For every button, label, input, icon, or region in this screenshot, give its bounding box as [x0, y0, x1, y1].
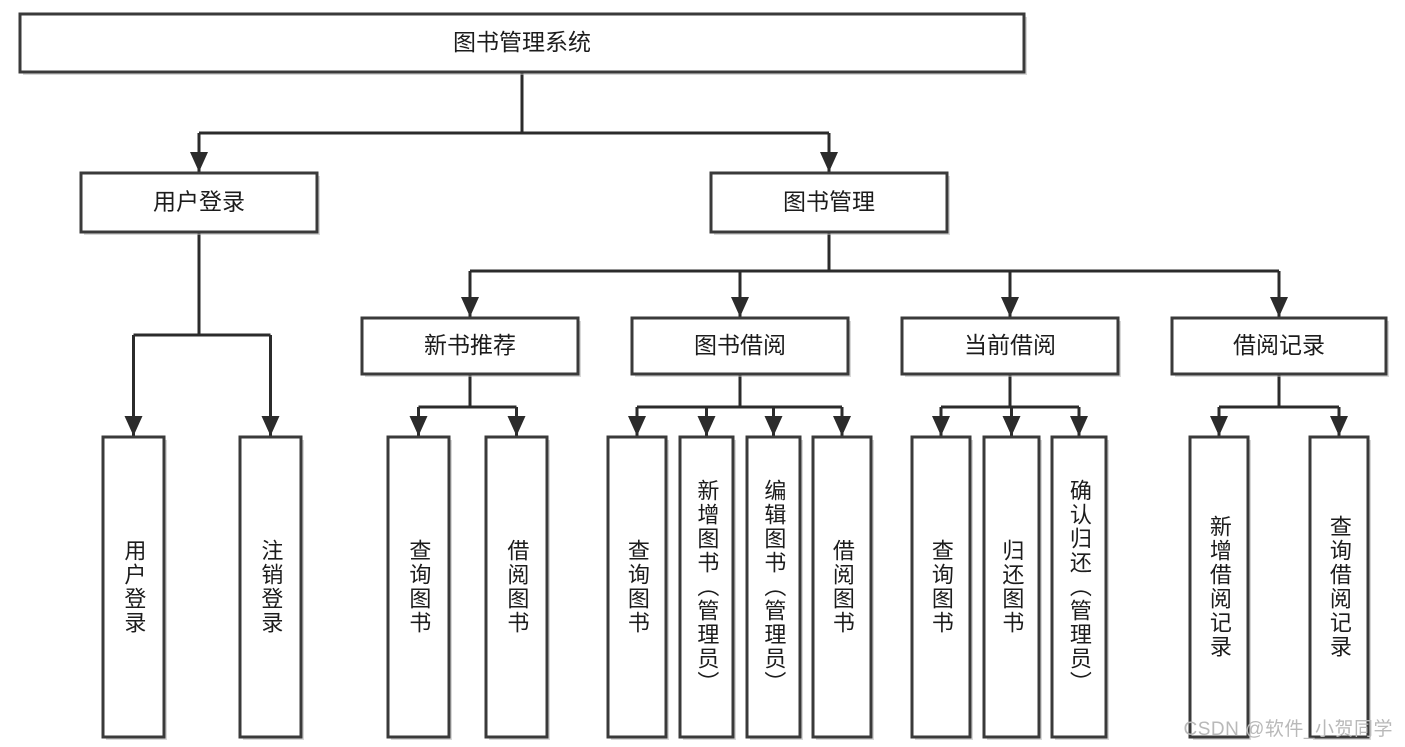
node-label: 图书借阅 — [694, 332, 786, 358]
arrow-head-icon — [833, 416, 851, 436]
arrow-head-icon — [1210, 416, 1228, 436]
node-label: 图书管理系统 — [453, 29, 591, 55]
node-label: 借阅记录 — [1233, 332, 1325, 358]
connector-layer — [124, 72, 1348, 436]
arrow-head-icon — [1001, 297, 1019, 317]
arrow-head-icon — [932, 416, 950, 436]
node-book-borrow[interactable] — [630, 316, 850, 376]
arrow-head-icon — [697, 416, 716, 436]
arrow-head-icon — [409, 416, 428, 436]
arrow-head-icon — [190, 152, 208, 172]
node-user-login[interactable] — [79, 171, 319, 234]
arrow-head-icon — [731, 297, 749, 317]
node-new-book-rec[interactable] — [360, 316, 580, 376]
node-label: 当前借阅 — [964, 332, 1056, 358]
arrow-head-icon — [461, 297, 479, 317]
node-root[interactable] — [18, 12, 1026, 74]
node-leaf-query-record[interactable] — [1308, 435, 1370, 739]
arrow-head-icon — [764, 416, 783, 436]
arrow-head-icon — [628, 416, 646, 436]
node-leaf-query-book-borrow[interactable] — [606, 435, 668, 739]
node-box-layer — [18, 12, 1389, 740]
node-leaf-add-record[interactable] — [1188, 435, 1250, 739]
node-label: 用户登录 — [153, 189, 245, 215]
arrow-head-icon — [261, 416, 280, 436]
node-leaf-confirm-return[interactable] — [1050, 435, 1108, 739]
node-label: 新书推荐 — [424, 332, 516, 358]
arrow-head-icon — [1330, 416, 1348, 436]
node-leaf-query-book-rec[interactable] — [386, 435, 451, 739]
node-leaf-query-book-cur[interactable] — [910, 435, 972, 739]
node-leaf-return-book[interactable] — [982, 435, 1041, 739]
node-borrow-record[interactable] — [1170, 316, 1388, 376]
arrow-head-icon — [1270, 297, 1288, 317]
node-leaf-user-login[interactable] — [101, 435, 166, 739]
arrow-head-icon — [1070, 416, 1088, 436]
node-leaf-borrow-book[interactable] — [811, 435, 873, 739]
arrow-head-icon — [507, 416, 526, 436]
node-current-borrow[interactable] — [900, 316, 1120, 376]
node-label: 图书管理 — [783, 189, 875, 215]
node-leaf-edit-book[interactable] — [745, 435, 802, 739]
node-book-manage[interactable] — [709, 171, 949, 234]
node-leaf-borrow-book-rec[interactable] — [484, 435, 549, 739]
arrow-head-icon — [124, 416, 143, 436]
node-leaf-user-logout[interactable] — [238, 435, 303, 739]
arrow-head-icon — [820, 152, 838, 172]
node-leaf-add-book[interactable] — [678, 435, 735, 739]
arrow-head-icon — [1002, 416, 1021, 436]
watermark: CSDN @软件_小贺同学 — [1183, 719, 1393, 740]
